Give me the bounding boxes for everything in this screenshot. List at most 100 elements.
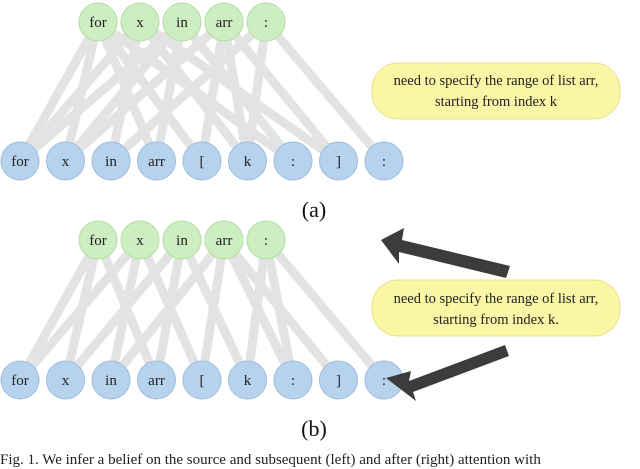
target-token-node bbox=[137, 360, 176, 400]
attention-edge bbox=[15, 235, 103, 385]
note-line: starting from index k bbox=[435, 94, 558, 110]
target-token: arr bbox=[137, 141, 176, 181]
target-token-node bbox=[364, 141, 404, 181]
source-token-node bbox=[78, 220, 118, 260]
attention-edges-a bbox=[15, 17, 389, 166]
target-token-node bbox=[137, 141, 176, 181]
arrow-down-left-icon bbox=[386, 345, 509, 401]
target-token-node bbox=[182, 141, 222, 181]
target-token-node bbox=[182, 360, 222, 400]
target-token-node bbox=[91, 141, 131, 181]
source-token: x bbox=[120, 2, 160, 42]
target-token-node bbox=[228, 360, 267, 400]
target-token-label: : bbox=[382, 373, 386, 389]
figure-caption: Fig. 1. We infer a belief on the source … bbox=[0, 452, 541, 468]
target-token-node bbox=[319, 141, 358, 181]
target-token-node bbox=[273, 360, 313, 400]
attention-edge bbox=[152, 17, 187, 166]
attention-edge bbox=[15, 17, 145, 166]
attention-edge bbox=[243, 235, 271, 385]
source-token-node bbox=[246, 2, 286, 42]
source-token: in bbox=[162, 2, 202, 42]
source-token: : bbox=[246, 2, 286, 42]
source-token: for bbox=[78, 220, 118, 260]
target-token-label: [ bbox=[200, 154, 205, 170]
source-token-node bbox=[204, 220, 244, 260]
target-token-label: in bbox=[105, 373, 117, 389]
arrow-up-left-icon bbox=[381, 228, 510, 278]
target-token-label: : bbox=[291, 154, 295, 170]
attention-edge bbox=[15, 235, 145, 385]
source-token-label: in bbox=[176, 15, 188, 31]
source-token-label: x bbox=[136, 233, 144, 249]
panel-label-a: (a) bbox=[302, 197, 326, 222]
source-token-label: for bbox=[89, 15, 107, 31]
target-token-node bbox=[91, 360, 131, 400]
attention-edge bbox=[219, 17, 252, 166]
attention-edge bbox=[61, 17, 229, 166]
target-token-label: ] bbox=[336, 373, 341, 389]
target-token-node bbox=[273, 141, 313, 181]
target-token-node bbox=[46, 360, 85, 400]
source-token-label: for bbox=[89, 233, 107, 249]
target-token-label: arr bbox=[148, 154, 165, 170]
source-token: : bbox=[246, 220, 286, 260]
note-line: need to specify the range of list arr, bbox=[394, 291, 599, 307]
attention-edge bbox=[15, 17, 103, 166]
attention-edge bbox=[261, 17, 389, 166]
target-token-label: k bbox=[244, 373, 252, 389]
target-tokens-b: for x in arr [ k:]: bbox=[0, 360, 404, 400]
target-token: for bbox=[0, 141, 40, 181]
target-token: x bbox=[46, 360, 85, 400]
target-token: ] bbox=[319, 360, 358, 400]
attention-edge bbox=[106, 17, 271, 166]
target-token-label: for bbox=[11, 373, 29, 389]
target-token-label: for bbox=[11, 154, 29, 170]
panel-b: for x in arr: for x in arr [ k:]: need to specif… bbox=[0, 220, 621, 441]
target-token: k bbox=[228, 141, 267, 181]
attention-edge bbox=[261, 235, 389, 385]
source-token-node bbox=[246, 220, 286, 260]
target-token-node bbox=[319, 360, 358, 400]
attention-edge bbox=[197, 235, 229, 385]
target-token: for bbox=[0, 360, 40, 400]
target-token-label: k bbox=[244, 154, 252, 170]
target-token: in bbox=[91, 360, 131, 400]
target-token-label: x bbox=[62, 154, 70, 170]
source-token-label: : bbox=[264, 15, 268, 31]
attention-edge bbox=[243, 17, 271, 166]
panel-label-b: (b) bbox=[301, 416, 327, 441]
target-token: : bbox=[273, 141, 313, 181]
target-token-node bbox=[0, 141, 40, 181]
target-token-label: arr bbox=[148, 373, 165, 389]
attention-edge bbox=[61, 17, 187, 166]
target-token-label: ] bbox=[336, 154, 341, 170]
source-token-node bbox=[120, 2, 160, 42]
note-line: starting from index k. bbox=[433, 312, 559, 328]
target-token: [ bbox=[182, 141, 222, 181]
target-token-label: x bbox=[62, 373, 70, 389]
source-token-node bbox=[120, 220, 160, 260]
attention-edge bbox=[261, 235, 298, 385]
target-token-node bbox=[228, 141, 267, 181]
target-token-label: [ bbox=[200, 373, 205, 389]
attention-edge bbox=[61, 235, 187, 385]
note-line: need to specify the range of list arr, bbox=[394, 73, 599, 89]
source-token: arr bbox=[204, 220, 244, 260]
attention-edge bbox=[197, 17, 229, 166]
source-token-label: arr bbox=[216, 233, 233, 249]
target-token: ] bbox=[319, 141, 358, 181]
source-token: for bbox=[78, 2, 118, 42]
target-token-node bbox=[0, 360, 40, 400]
source-token-node bbox=[204, 2, 244, 42]
target-token-label: : bbox=[291, 373, 295, 389]
attention-edge bbox=[15, 17, 187, 166]
source-token: arr bbox=[204, 2, 244, 42]
source-token-node bbox=[162, 220, 202, 260]
note-bubble-b: need to specify the range of list arr, s… bbox=[371, 279, 621, 337]
